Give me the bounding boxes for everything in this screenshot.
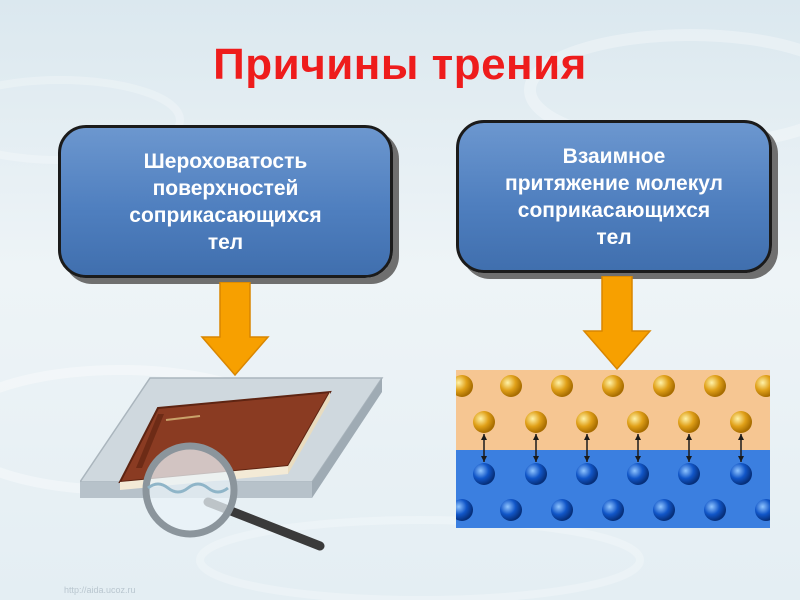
cause-molecular-attraction-box: Взаимное притяжение молекул соприкасающи… [456,120,772,273]
magnifier-icon [142,442,325,551]
cause-roughness-text: Шероховатость поверхностей соприкасающих… [129,149,322,254]
down-arrow-icon [582,276,652,371]
slide-title: Причины трения [213,40,587,89]
cause-molecular-attraction-text: Взаимное притяжение молекул соприкасающи… [505,144,723,249]
molecule-layers-illustration [456,370,770,528]
book-magnifier-illustration [80,377,384,551]
down-arrow-icon [200,282,270,377]
molecule-icon [456,375,770,521]
cause-roughness-box: Шероховатость поверхностей соприкасающих… [58,125,393,278]
source-watermark: http://aida.ucoz.ru [64,585,136,595]
